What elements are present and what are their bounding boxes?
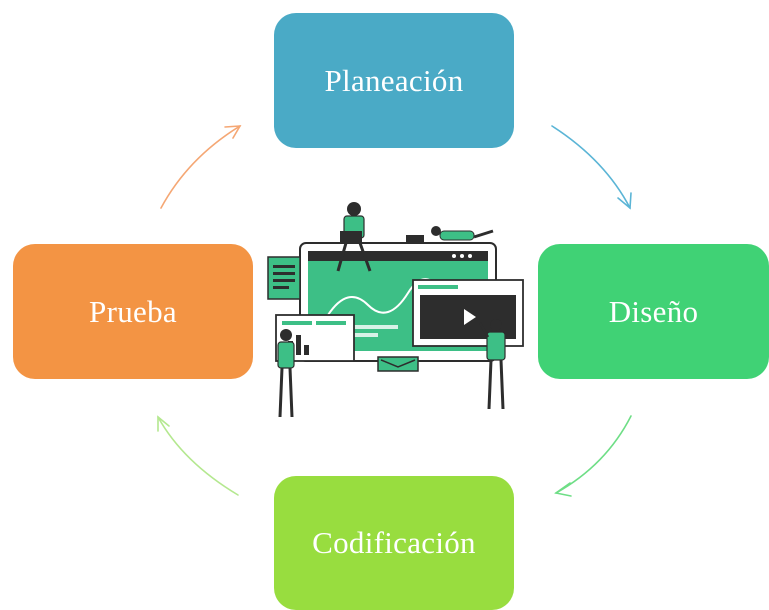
arrow-codificacion-to-prueba	[157, 415, 239, 496]
node-planeacion-label: Planeación	[324, 62, 464, 98]
person-standing-left-icon	[277, 329, 295, 418]
node-planeacion: Planeación	[274, 13, 514, 148]
video-player-icon	[412, 279, 524, 347]
developers-illustration	[267, 202, 524, 418]
document-icon	[267, 256, 301, 300]
person-with-laptop-icon	[336, 202, 372, 272]
node-codificacion-label: Codificación	[312, 525, 476, 560]
person-lying-icon	[406, 226, 494, 243]
arrow-diseno-to-codificacion	[554, 415, 632, 497]
arrow-prueba-to-planeacion	[160, 125, 242, 209]
arrow-planeacion-to-diseno	[551, 125, 632, 210]
node-prueba: Prueba	[13, 244, 253, 379]
person-standing-right-icon	[478, 319, 506, 410]
node-prueba-label: Prueba	[89, 293, 177, 329]
node-codificacion: Codificación	[274, 476, 514, 610]
node-diseno: Diseño	[538, 244, 769, 379]
node-diseno-label: Diseño	[608, 293, 699, 329]
